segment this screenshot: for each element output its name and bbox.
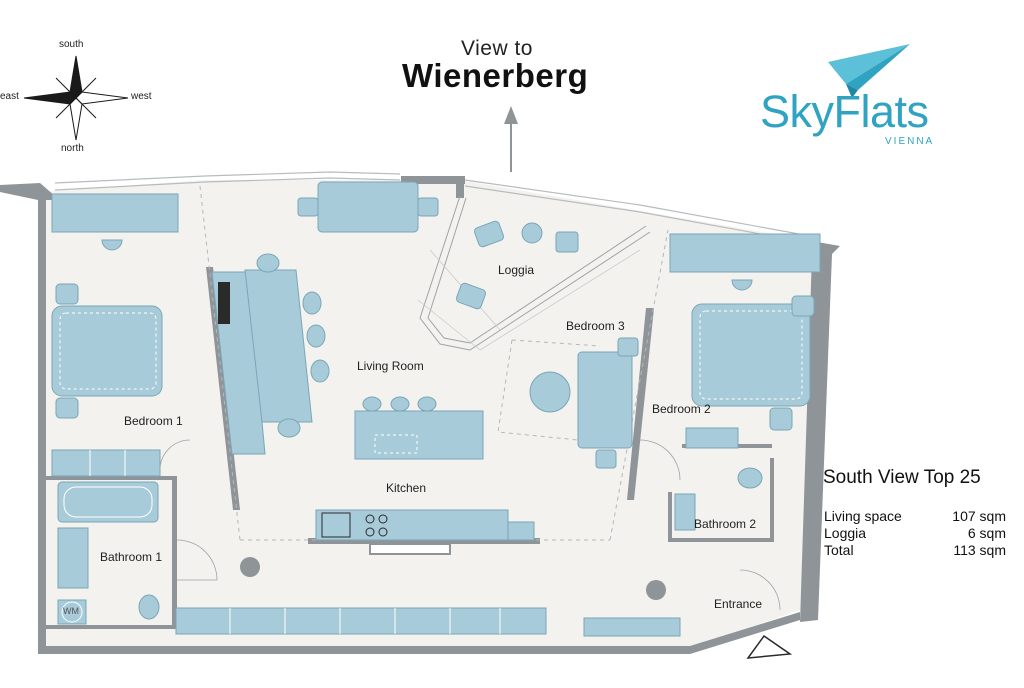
summary-value: 6 sqm [967, 525, 1006, 541]
room-label-loggia: Loggia [498, 263, 535, 277]
bedroom3-furniture [529, 337, 639, 469]
tv-icon [218, 282, 230, 324]
summary-row: Loggia 6 sqm [824, 525, 1006, 541]
door-swings [159, 439, 781, 611]
summary-value: 107 sqm [952, 508, 1006, 524]
summary-title: South View Top 25 [823, 467, 981, 488]
room-label-bathroom1: Bathroom 1 [100, 550, 163, 564]
summary-label: Total [824, 542, 854, 558]
washing-machine-label: WM [63, 606, 79, 616]
summary-row: Living space 107 sqm [824, 508, 1006, 524]
room-label-kitchen: Kitchen [386, 481, 427, 495]
compass-rose-icon [23, 55, 129, 141]
column-icon [240, 557, 260, 577]
summary-row: Total 113 sqm [824, 542, 1006, 558]
loggia-glass-wall [419, 195, 651, 351]
bedroom1-furniture [51, 193, 179, 477]
compass-east-label: east [0, 91, 19, 102]
hob-icon [365, 514, 388, 537]
room-label-entrance: Entrance [714, 597, 763, 611]
room-label-bedroom1: Bedroom 1 [124, 414, 183, 428]
room-label-bathroom2: Bathroom 2 [694, 517, 757, 531]
compass-north-label: north [61, 143, 84, 154]
wardrobe-row [175, 607, 681, 637]
bathroom2-fixtures [674, 467, 763, 531]
summary-value: 113 sqm [953, 542, 1006, 558]
view-prefix: View to [461, 37, 533, 60]
bathroom1-fixtures [57, 481, 160, 625]
compass-south-label: south [59, 39, 84, 50]
view-arrow-icon [504, 106, 518, 172]
paper-plane-logo-icon [828, 44, 910, 98]
kitchen-counter [315, 509, 535, 541]
view-target: Wienerberg [402, 57, 589, 94]
brand-name: SkyFlats [760, 86, 929, 137]
column-icon [646, 580, 666, 600]
bedroom2-furniture [669, 233, 821, 449]
brand-city: VIENNA [885, 136, 935, 147]
sink-icon [321, 512, 351, 538]
room-label-living-room: Living Room [357, 359, 424, 373]
summary-label: Loggia [824, 525, 867, 541]
room-label-bedroom2: Bedroom 2 [652, 402, 711, 416]
entrance-arrow-icon [746, 634, 793, 659]
loggia-furniture [455, 220, 579, 310]
compass-west-label: west [131, 91, 152, 102]
room-label-bedroom3: Bedroom 3 [566, 319, 625, 333]
summary-label: Living space [824, 508, 902, 524]
facade-glazing [54, 171, 811, 244]
